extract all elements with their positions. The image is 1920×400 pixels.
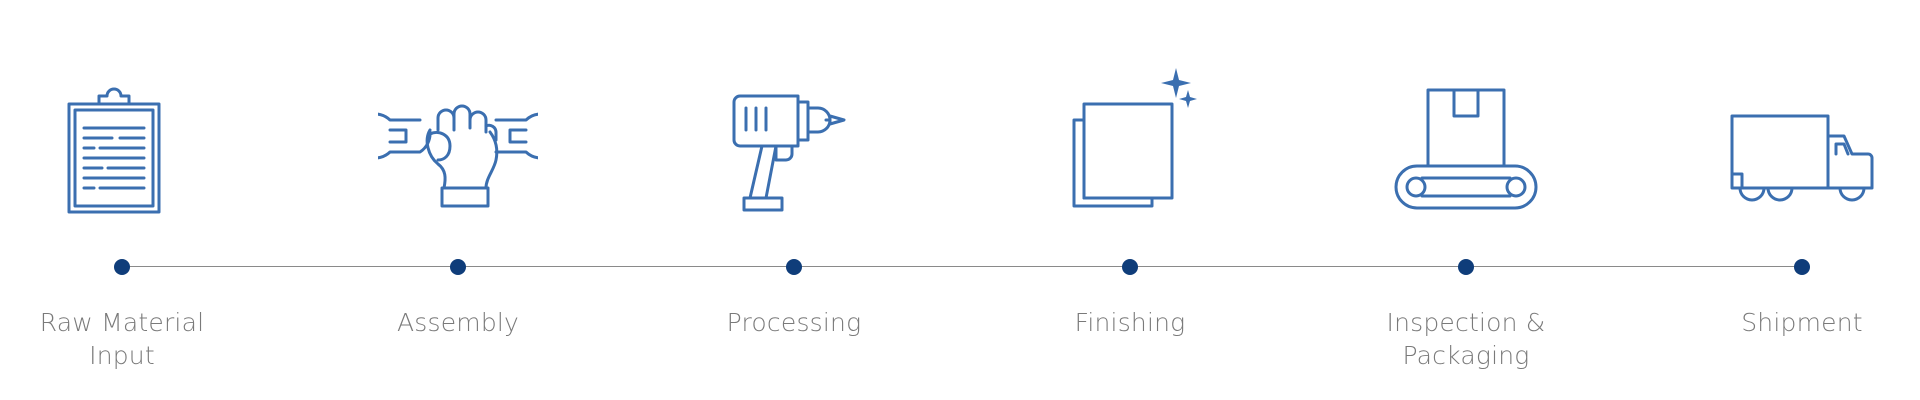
conveyor-box-icon <box>1386 60 1546 220</box>
step-label: Shipment <box>1741 308 1863 337</box>
step-shipment: Shipment <box>1672 0 1920 400</box>
timeline-dot <box>786 259 802 275</box>
step-processing: Processing <box>664 0 924 400</box>
step-label: Assembly <box>396 308 520 337</box>
truck-icon <box>1722 60 1882 220</box>
timeline-dot <box>1122 259 1138 275</box>
step-raw-material-input: Raw Material Input <box>0 0 252 400</box>
step-label: Raw Material Input <box>39 308 205 370</box>
step-label: Finishing <box>1074 308 1186 337</box>
timeline-dot <box>450 259 466 275</box>
step-label: Inspection & Packaging <box>1386 308 1546 370</box>
timeline-dot <box>1458 259 1474 275</box>
fist-wrench-icon <box>378 60 538 220</box>
step-label: Processing <box>726 308 862 337</box>
timeline-dot <box>1794 259 1810 275</box>
step-finishing: Finishing <box>1000 0 1260 400</box>
clipboard-icon <box>42 60 202 220</box>
step-inspection-packaging: Inspection & Packaging <box>1336 0 1596 400</box>
timeline-dot <box>114 259 130 275</box>
timeline-line <box>120 266 1800 267</box>
polished-squares-icon <box>1050 60 1210 220</box>
drill-icon <box>714 60 874 220</box>
step-assembly: Assembly <box>328 0 588 400</box>
